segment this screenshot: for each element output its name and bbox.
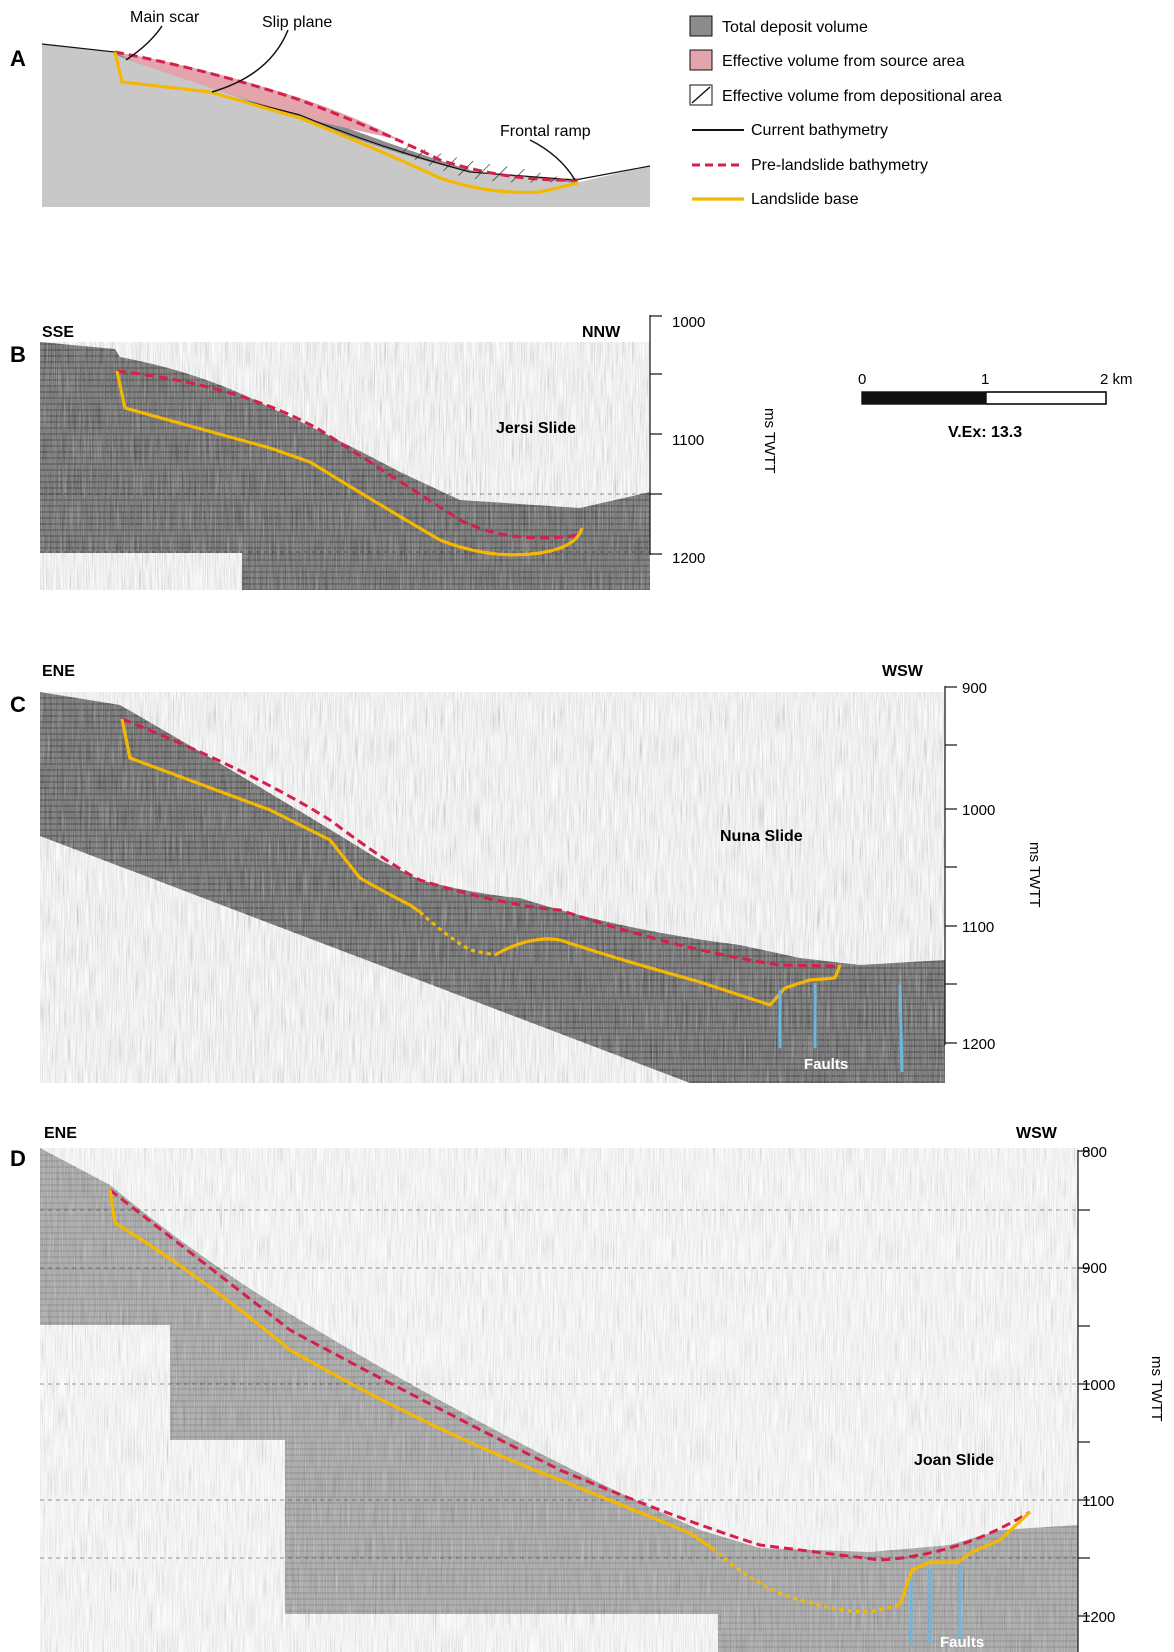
panel-d-axis-label: ms TWTT	[1148, 1356, 1165, 1422]
panel-d-tick-900: 900	[1082, 1260, 1107, 1277]
panel-a-letter: A	[10, 46, 26, 71]
panel-d-title: Joan Slide	[914, 1452, 994, 1469]
panel-a-current-bathymetry	[41, 43, 651, 181]
legend-label-base: Landslide base	[751, 191, 859, 208]
panel-b-pre-landslide-line	[116, 369, 581, 540]
panel-a-depositional-hatch	[395, 140, 575, 183]
panel-b-letter: B	[10, 342, 26, 367]
panel-d-tick-1200: 1200	[1082, 1609, 1115, 1626]
panel-d-letter: D	[10, 1146, 26, 1171]
legend-label-pre: Pre-landslide bathymetry	[751, 157, 928, 174]
panel-b-left-direction: SSE	[42, 324, 74, 341]
panel-d-tick-1100: 1100	[1082, 1493, 1114, 1510]
panel-c-tick-900: 900	[962, 680, 987, 697]
scale-bar-vex: V.Ex: 13.3	[948, 424, 1022, 441]
scale-bar-tick-0: 0	[858, 371, 866, 388]
panel-c-axis-label: ms TWTT	[1026, 842, 1043, 908]
panel-d-landslide-base	[108, 1189, 713, 1550]
panel-b-axis-label: ms TWTT	[761, 408, 778, 474]
frontal-ramp-label: Frontal ramp	[500, 123, 591, 140]
panel-c-landslide-base-lower	[494, 937, 842, 1007]
panel-c: C ENE WSW Faults Nuna Slide 900 1000 110…	[10, 663, 1043, 1083]
panel-b-landslide-base	[115, 370, 584, 557]
panel-a: A Main scar Slip plane Frontal ramp	[10, 9, 651, 207]
panel-b-tick-1200: 1200	[672, 550, 705, 567]
panel-c-faults-label: Faults	[804, 1056, 848, 1073]
slip-plane-label: Slip plane	[262, 14, 332, 31]
panel-a-ground	[42, 44, 650, 207]
panel-c-title: Nuna Slide	[720, 828, 803, 845]
panel-c-tick-1000: 1000	[962, 802, 995, 819]
panel-c-tick-1100: 1100	[962, 919, 994, 936]
panel-d-left-direction: ENE	[44, 1125, 77, 1142]
panel-d-tick-1000: 1000	[1082, 1377, 1115, 1394]
panel-c-right-direction: WSW	[882, 663, 924, 680]
panel-b-right-direction: NNW	[582, 324, 621, 341]
legend-label-current: Current bathymetry	[751, 122, 888, 139]
legend-label-source: Effective volume from source area	[722, 53, 965, 70]
panel-b-tick-1000: 1000	[672, 314, 705, 331]
panel-a-source-volume	[115, 52, 400, 140]
panel-b-tick-1100: 1100	[672, 432, 704, 449]
panel-c-seismic-texture	[40, 692, 945, 1083]
legend-label-depositional: Effective volume from depositional area	[722, 88, 1002, 105]
scale-bar-tick-2: 2 km	[1100, 371, 1133, 388]
legend-swatch-total	[689, 15, 713, 37]
panel-a-landslide-base	[113, 51, 579, 195]
panel-c-pre-landslide-line	[121, 717, 839, 968]
panel-d-right-direction: WSW	[1016, 1125, 1058, 1142]
legend-swatch-hatch-line	[691, 86, 711, 104]
slip-plane-arrow	[211, 29, 289, 93]
panel-c-fault-3	[898, 984, 904, 1073]
scale-bar-tick-1: 1	[981, 371, 989, 388]
panel-c-tick-1200: 1200	[962, 1036, 995, 1053]
legend-label-total: Total deposit volume	[722, 19, 868, 36]
scale-bar-black-segment	[862, 392, 986, 404]
main-scar-arrow	[125, 25, 163, 61]
panel-d-axis: 800 900 1000 1100 1200 ms TWTT	[1077, 1144, 1165, 1652]
legend: Total deposit volume Effective volume fr…	[689, 15, 1002, 208]
panel-c-left-direction: ENE	[42, 663, 75, 680]
panel-d-faults-label: Faults	[940, 1634, 984, 1651]
panel-d-pre-landslide-line	[109, 1188, 1031, 1562]
panel-c-axis: 900 1000 1100 1200 ms TWTT	[944, 680, 1043, 1053]
main-scar-label: Main scar	[130, 9, 200, 26]
panel-b-axis: 1000 1100 1200 ms TWTT	[649, 314, 778, 567]
panel-b-title: Jersi Slide	[496, 420, 576, 437]
scale-bar: 0 1 2 km V.Ex: 13.3	[858, 371, 1133, 441]
scale-bar-frame	[861, 391, 1107, 405]
panel-a-pre-landslide-line	[114, 50, 579, 182]
panel-c-letter: C	[10, 692, 26, 717]
panel-d-seismic-texture	[40, 1148, 1078, 1652]
panel-b: B SSE NNW Jersi Slide 1000 1100 1200 ms …	[10, 314, 778, 590]
panel-d: D ENE WSW Faults Joan Slide 800	[10, 1125, 1165, 1652]
panel-b-seismic-texture	[40, 342, 650, 590]
scale-bar-white-segment	[985, 391, 1107, 405]
panel-d-tick-800: 800	[1082, 1144, 1107, 1161]
legend-swatch-source	[689, 49, 713, 71]
panel-d-landslide-base-inferred	[710, 1546, 901, 1614]
panel-d-landslide-base-lower	[898, 1510, 1032, 1606]
frontal-ramp-arrow	[529, 139, 576, 181]
panel-c-landslide-base	[120, 718, 421, 914]
